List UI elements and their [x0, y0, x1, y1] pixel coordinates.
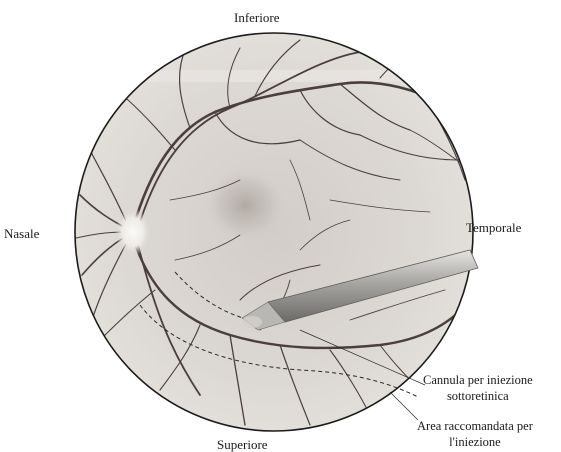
label-temporal: Temporale: [466, 220, 521, 235]
label-injection-area: Area raccomandata per l'iniezione: [417, 418, 533, 450]
label-area-line1: Area raccomandata per: [417, 418, 533, 434]
label-nasal: Nasale: [4, 226, 39, 241]
macula: [203, 167, 287, 243]
label-cannula: Cannula per iniezione sottoretinica: [423, 372, 533, 404]
label-cannula-line1: Cannula per iniezione: [423, 372, 533, 388]
label-inferior: Inferiore: [234, 10, 279, 25]
optic-disc: [115, 208, 151, 256]
label-superior: Superiore: [217, 437, 268, 452]
label-cannula-line2: sottoretinica: [423, 388, 533, 404]
label-area-line2: l'iniezione: [417, 434, 533, 450]
area-leader-line: [390, 392, 418, 420]
reflex-band: [80, 70, 480, 82]
